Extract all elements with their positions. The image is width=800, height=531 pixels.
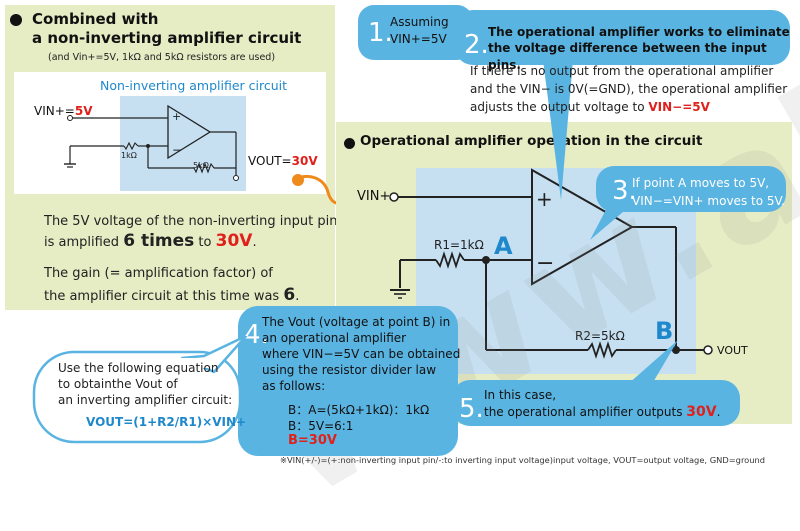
step1-number: 1. (368, 18, 393, 48)
mini-circuit-title: Non-inverting amplifier circuit (100, 78, 288, 93)
mini-vin-value: 5V (74, 104, 93, 118)
main-r2-label: R2=5kΩ (575, 329, 625, 343)
step5-bubble (452, 340, 740, 426)
step4-line3: where VIN−=5V can be obtained (262, 347, 461, 361)
left-desc-period2: . (295, 289, 300, 304)
step2-body3-text: adjusts the output voltage to (470, 100, 649, 114)
step5-line2-text: the operational amplifier outputs (484, 405, 687, 419)
equation-line2: to obtainthe Vout of (58, 377, 178, 391)
left-desc-to: to (194, 235, 216, 250)
mini-vout-value: 30V (291, 154, 318, 168)
svg-text:−: − (172, 143, 182, 157)
step2-head2: the voltage difference between the input… (488, 41, 767, 72)
footnote: ※VIN(+/-)=(+:non-inverting input pin/-:t… (280, 455, 766, 465)
right-panel-title: Operational amplifier operation in the c… (360, 133, 703, 149)
step1-bubble (358, 5, 473, 60)
left-desc-gain-text: the amplifier circuit at this time was (44, 289, 284, 304)
equation-line3: an inverting amplifier circuit: (58, 393, 233, 407)
mini-vout-text: VOUT= (248, 154, 292, 168)
mini-vin-label: VIN+=5V (34, 104, 92, 118)
left-desc-line3: The gain (= amplification factor) of (44, 266, 273, 281)
left-desc-period1: . (252, 235, 257, 250)
step2-body3: adjusts the output voltage to VIN−=5V (470, 99, 710, 116)
left-desc-line1: The 5V voltage of the non-inverting inpu… (44, 214, 338, 229)
step1-line2: VIN+=5V (390, 32, 447, 46)
left-desc-six-times: 6 times (123, 231, 195, 251)
step4-eq3: B=30V (288, 433, 337, 448)
left-desc-line2: is amplified 6 times to 30V. (44, 232, 257, 252)
step4-eq2: B：5V=6:1 (288, 419, 354, 433)
left-panel-subtitle: (and Vin+=5V, 1kΩ and 5kΩ resistors are … (48, 52, 276, 63)
left-desc-gain-value: 6 (283, 285, 296, 305)
mini-r1-label: 1kΩ (121, 151, 137, 160)
point-a-label: A (494, 232, 513, 260)
left-desc-line4: the amplifier circuit at this time was 6… (44, 286, 299, 306)
main-vout-label: VOUT (717, 344, 748, 357)
step4-line1: The Vout (voltage at point B) in (262, 315, 451, 329)
left-panel-title-line1: Combined with (32, 10, 159, 28)
mini-vin-text: VIN+= (34, 104, 75, 118)
equation-formula: VOUT=(1+R2/R1)×VIN+ (86, 415, 247, 429)
svg-text:+: + (536, 187, 553, 211)
step5-red: 30V (686, 404, 717, 420)
step2-number: 2. (464, 30, 489, 60)
step2-body3-red: VIN−=5V (648, 100, 710, 114)
step2-body2: and the VIN− is 0V(=GND), the operationa… (470, 82, 788, 96)
step2-head1: The operational amplifier works to elimi… (488, 25, 790, 39)
step4-number: 4. (244, 320, 269, 350)
step3-bubble (590, 166, 786, 240)
svg-text:−: − (536, 251, 554, 276)
mini-circuit-diagram: + − (64, 96, 246, 191)
left-panel-title-line2: a non-inverting amplifier circuit (32, 29, 302, 47)
step5-line1: In this case, (484, 388, 557, 402)
right-panel-bullet (344, 138, 355, 149)
step4-eq1: B：A=(5kΩ+1kΩ)：1kΩ (288, 403, 430, 417)
step3-line2: VIN−=VIN+ moves to 5V. (632, 194, 785, 208)
left-panel-bullet (10, 14, 22, 26)
mini-r2-label: 5kΩ (193, 161, 209, 170)
main-vin-label: VIN+ (357, 189, 391, 204)
mini-vout-label: VOUT=30V (248, 154, 318, 168)
step2-body1: If there is no output from the operation… (470, 64, 774, 78)
step3-number: 3. (612, 176, 637, 206)
svg-text:+: + (172, 110, 181, 123)
step5-line2: the operational amplifier outputs 30V. (484, 404, 720, 421)
step5-number: 5. (459, 394, 484, 424)
step4-line5: as follows: (262, 379, 326, 393)
step2-bubble (455, 10, 790, 200)
left-desc-is-amplified: is amplified (44, 235, 124, 250)
step5-period: . (716, 405, 721, 419)
point-b-label: B (655, 317, 674, 345)
left-desc-30v: 30V (215, 231, 253, 251)
step4-line4: using the resistor divider law (262, 363, 437, 377)
main-circuit-diagram: + − (389, 168, 713, 359)
main-r1-label: R1=1kΩ (434, 238, 484, 252)
step3-line1: If point A moves to 5V, (632, 176, 770, 190)
equation-line1: Use the following equation (58, 361, 219, 375)
step4-line2: an operational amplifier (262, 331, 407, 345)
equation-bubble (32, 336, 248, 444)
step4-bubble (238, 306, 458, 456)
step1-line1: Assuming (390, 15, 449, 29)
